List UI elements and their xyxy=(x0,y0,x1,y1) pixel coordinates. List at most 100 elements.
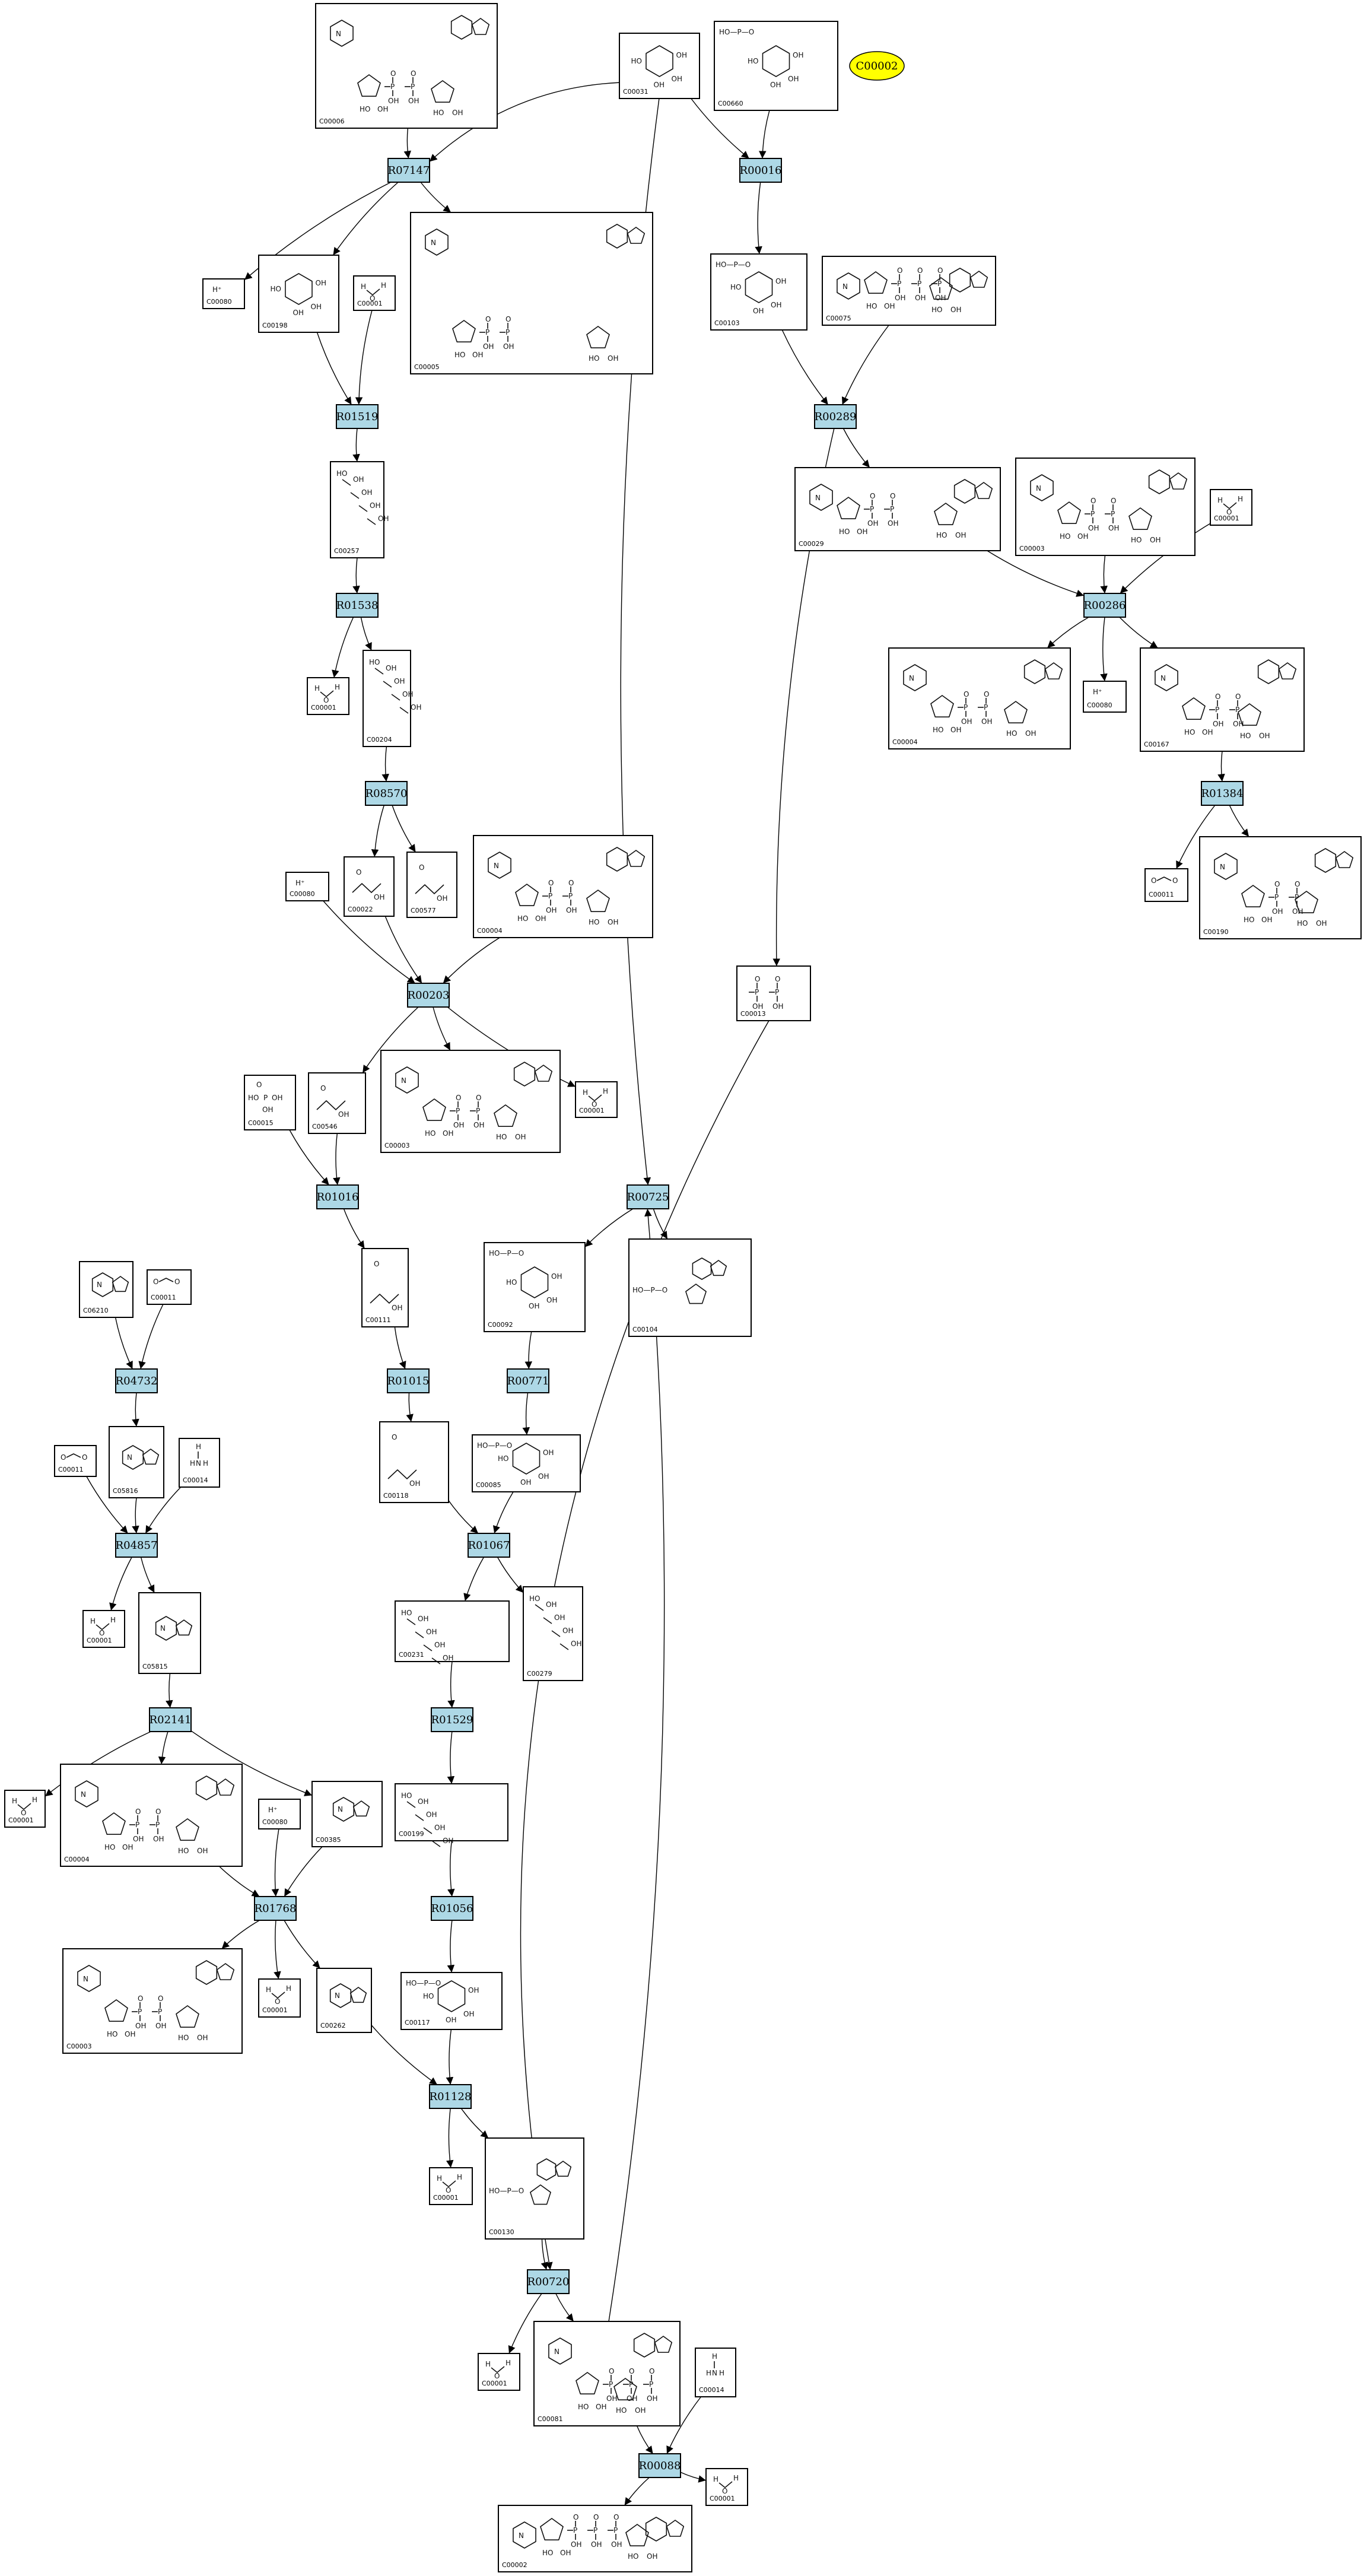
reaction-R04732[interactable]: R04732 xyxy=(115,1368,158,1393)
reaction-R01128[interactable]: R01128 xyxy=(429,2084,472,2109)
compound-C00080[interactable]: H⁺C00080 xyxy=(1083,681,1127,713)
reaction-R08570[interactable]: R08570 xyxy=(365,781,408,806)
reaction-R00771[interactable]: R00771 xyxy=(507,1368,549,1393)
compound-C00080[interactable]: H⁺C00080 xyxy=(285,872,329,901)
reaction-R01529[interactable]: R01529 xyxy=(431,1707,473,1732)
reaction-R00725[interactable]: R00725 xyxy=(627,1184,669,1209)
reaction-R01538[interactable]: R01538 xyxy=(336,593,379,618)
reaction-R07147[interactable]: R07147 xyxy=(387,158,430,183)
reaction-R00720[interactable]: R00720 xyxy=(527,2269,570,2294)
reaction-R01016[interactable]: R01016 xyxy=(316,1184,359,1209)
reaction-R01519[interactable]: R01519 xyxy=(336,404,379,429)
reaction-R00289[interactable]: R00289 xyxy=(814,404,857,429)
svg-text:OH: OH xyxy=(443,1129,453,1138)
reaction-R00016[interactable]: R00016 xyxy=(739,158,782,183)
reaction-R01067[interactable]: R01067 xyxy=(468,1533,510,1558)
svg-text:P: P xyxy=(505,328,510,336)
svg-text:O: O xyxy=(323,696,329,704)
reaction-R00286[interactable]: R00286 xyxy=(1083,593,1126,618)
reaction-R01384[interactable]: R01384 xyxy=(1201,781,1244,806)
reaction-R00203[interactable]: R00203 xyxy=(407,983,450,1008)
compound-label: C00199 xyxy=(399,1830,424,1838)
edge xyxy=(1047,617,1089,649)
reaction-R04857[interactable]: R04857 xyxy=(115,1533,158,1558)
reaction-R02141[interactable]: R02141 xyxy=(149,1707,192,1732)
reaction-R01768[interactable]: R01768 xyxy=(254,1896,297,1921)
svg-text:OH: OH xyxy=(409,1479,420,1488)
svg-text:O: O xyxy=(174,1278,180,1286)
svg-text:N: N xyxy=(338,1805,343,1813)
edge xyxy=(584,1208,634,1247)
compound-label: C00003 xyxy=(1019,545,1045,552)
svg-text:HO: HO xyxy=(542,2549,553,2557)
svg-text:OH: OH xyxy=(473,1121,484,1129)
reaction-R01015[interactable]: R01015 xyxy=(387,1368,430,1393)
reaction-R00088[interactable]: R00088 xyxy=(638,2453,681,2478)
compound-C00080[interactable]: H⁺C00080 xyxy=(258,1799,301,1829)
svg-text:OH: OH xyxy=(418,1615,428,1623)
compound-C00080[interactable]: H⁺C00080 xyxy=(202,278,245,309)
compound-label: C00130 xyxy=(489,2228,514,2236)
edge xyxy=(680,2472,707,2483)
reaction-R01056[interactable]: R01056 xyxy=(431,1896,473,1921)
svg-text:O: O xyxy=(446,2186,451,2194)
svg-text:O: O xyxy=(964,690,969,698)
highlight-node[interactable]: C00002 xyxy=(849,51,905,81)
